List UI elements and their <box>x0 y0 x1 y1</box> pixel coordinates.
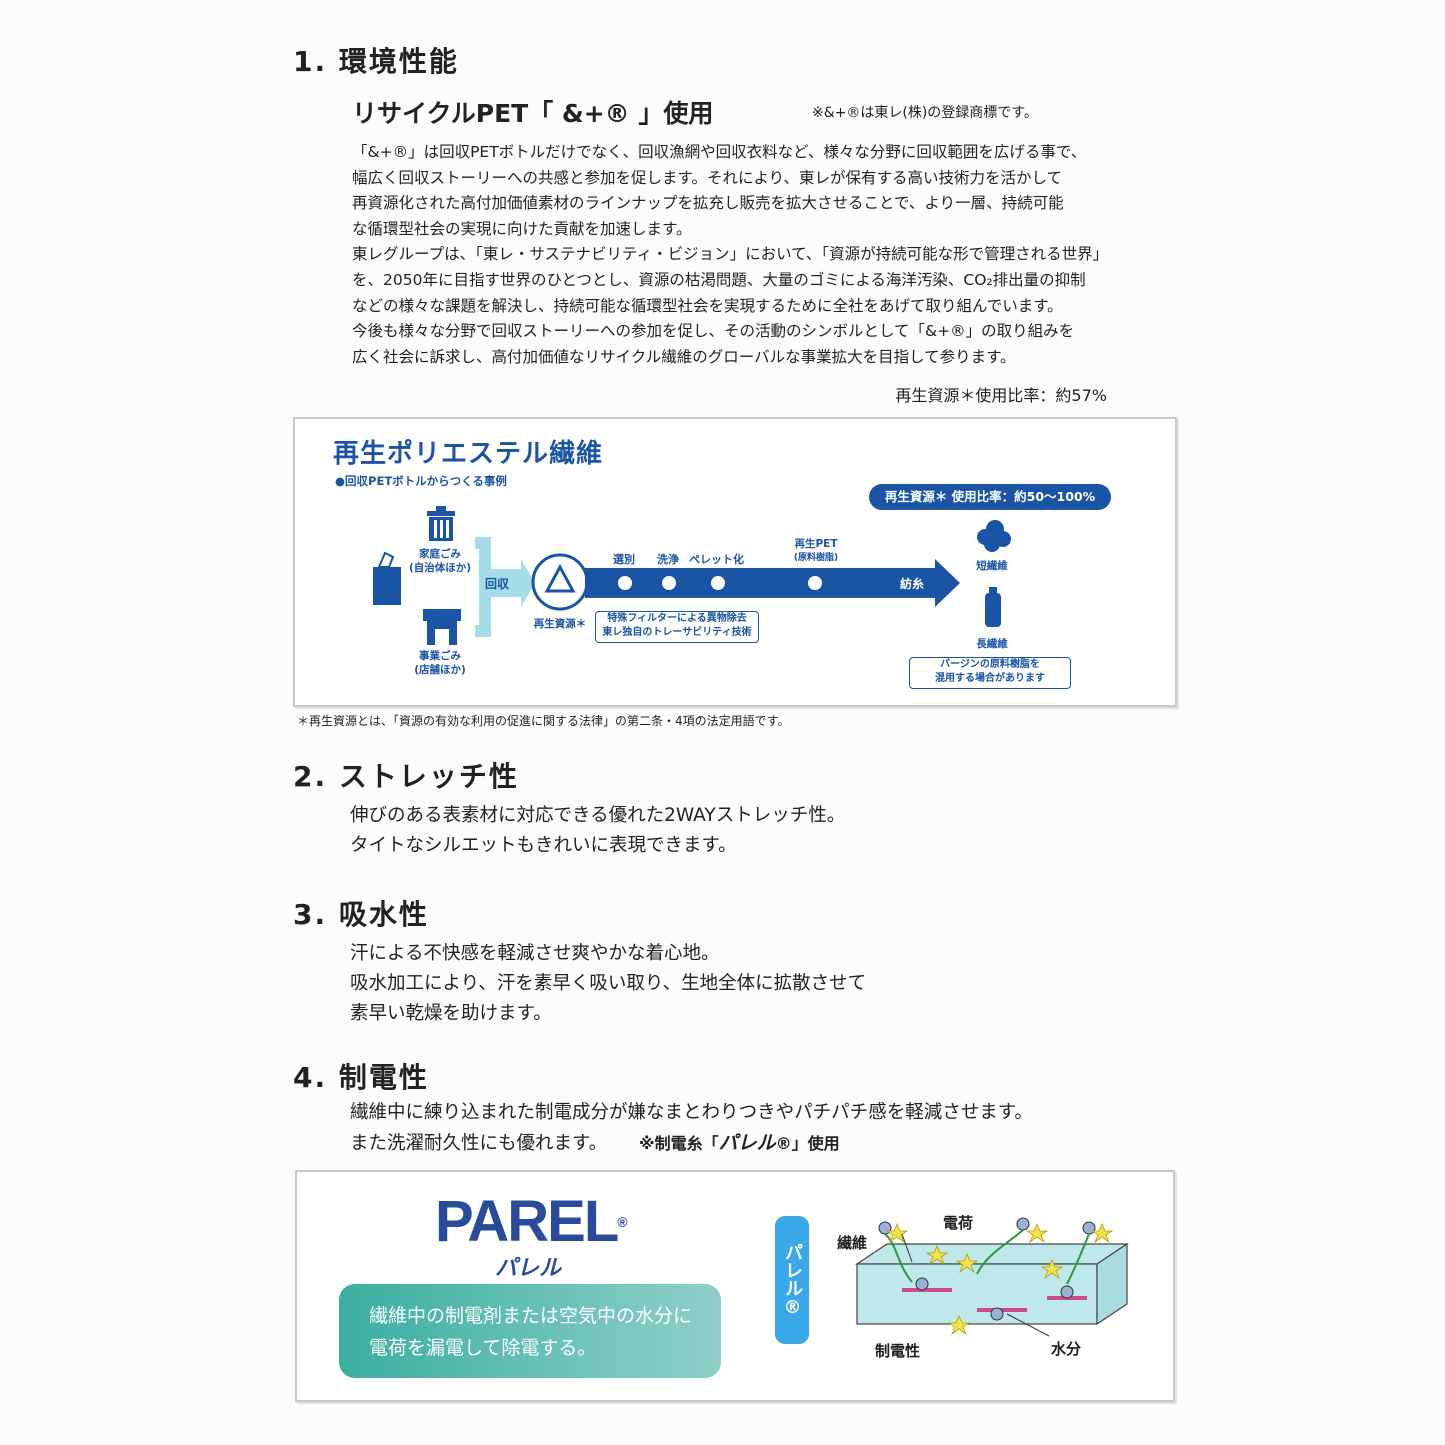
section3-text: 汗による不快感を軽減させ爽やかな着心地。 吸水加工により、汗を素早く吸い取り、生… <box>350 943 867 1024</box>
diagram-graphics <box>373 506 1011 645</box>
shop-icon <box>423 609 461 645</box>
filter-note: 特殊フィルターによる異物除去 東レ独自のトレーサビリティ技術 <box>595 611 759 643</box>
section1-subtitle: リサイクルPET「 &+® 」使用 <box>352 99 714 128</box>
section4-text: 繊維中に練り込まれた制電成分が嫌なまとわりつきやパチパチ感を軽減させます。 また… <box>350 1102 1033 1154</box>
step-wash: 洗浄 <box>657 553 679 566</box>
parel-logo: PAREL® <box>435 1189 628 1254</box>
paragraph-line: を、2050年に目指す世界のひとつとし、資源の枯渇問題、大量のゴミによる海洋汚染… <box>352 270 1086 289</box>
section3-title: 3. 吸水性 <box>293 898 429 931</box>
label-charge: 電荷 <box>943 1214 974 1232</box>
paragraph-line: な循環型社会の実現に向けた貢献を加速します。 <box>352 219 692 238</box>
resource-label: 再生資源＊ <box>533 618 587 630</box>
parel-panel: PAREL® パレル 繊維中の制電剤または空気中の水分に 電荷を漏電して除電する… <box>295 1170 1175 1402</box>
paragraph-line: 今後も様々な分野で回収ストーリーへの参加を促し、その活動のシンボルとして「&+®… <box>352 322 1075 341</box>
resource-footnote: ＊再生資源とは、「資源の有効な利用の促進に関する法律」の第二条・4項の法定用語で… <box>297 714 790 728</box>
household-waste-label: 家庭ごみ (自治体ほか) <box>408 548 472 574</box>
trash-can-icon <box>427 506 455 541</box>
antistatic-diagram <box>855 1217 1129 1337</box>
section2-title: 2. ストレッチ性 <box>293 760 519 793</box>
label-moisture: 水分 <box>1051 1340 1082 1358</box>
section2-text: 伸びのある表素材に対応できる優れた2WAYストレッチ性。 タイトなシルエットもき… <box>350 805 846 856</box>
long-fiber-label: 長繊維 <box>976 638 1008 650</box>
step-pellet: ペレット化 <box>689 553 744 566</box>
business-waste-label: 事業ごみ (店舗ほか) <box>414 650 466 676</box>
paragraph-line: 「&+®」は回収PETボトルだけでなく、回収漁網や回収衣料など、様々な分野に回収… <box>352 143 1087 161</box>
trademark-note: ※&+®は東レ(株)の登録商標です。 <box>812 105 1038 121</box>
virgin-note: バージンの原料樹脂を 混用する場合があります <box>909 657 1071 689</box>
spin-label: 紡糸 <box>900 577 925 591</box>
paragraph-line: などの様々な課題を解決し、持続可能な循環型社会を実現するために全社をあげて取り組… <box>352 296 1063 315</box>
short-fiber-icon <box>977 520 1011 552</box>
section1-title: 1. 環境性能 <box>293 45 459 78</box>
parel-kana: パレル <box>495 1256 562 1281</box>
paragraph-line: 広く社会に訴求し、高付加価値なリサイクル繊維のグローバルな事業拡大を目指して参り… <box>352 347 1016 366</box>
label-antistatic: 制電性 <box>875 1342 921 1360</box>
label-fiber: 繊維 <box>837 1234 868 1252</box>
recycled-ratio: 再生資源＊使用比率：約57% <box>895 386 1107 405</box>
parel-description-box: 繊維中の制電剤または空気中の水分に 電荷を漏電して除電する。 <box>339 1284 721 1378</box>
recycle-icon <box>531 553 589 611</box>
section1-paragraph: 「&+®」は回収PETボトルだけでなく、回収漁網や回収衣料など、様々な分野に回収… <box>352 140 1122 370</box>
parel-vertical-tag: パレル® <box>775 1216 809 1344</box>
section4-title: 4. 制電性 <box>293 1061 429 1094</box>
long-fiber-icon <box>985 587 1001 627</box>
recycle-diagram: 再生ポリエステル繊維 ●回収PETボトルからつくる事例 再生資源＊ 使用比率：約… <box>293 417 1177 707</box>
step-sort: 選別 <box>613 553 635 566</box>
collect-arrow <box>475 537 535 637</box>
diagram-subtitle: ●回収PETボトルからつくる事例 <box>335 474 507 488</box>
step-recycled-pet: 再生PET (原料樹脂) <box>793 538 839 563</box>
ratio-pill: 再生資源＊ 使用比率：約50〜100% <box>869 484 1111 510</box>
parel-note: ※制電糸「パレル®」使用 <box>639 1132 840 1154</box>
bottle-bin-icon <box>373 551 401 605</box>
paragraph-line: 幅広く回収ストーリーへの共感と参加を促します。それにより、東レが保有する高い技術… <box>352 168 1063 187</box>
paragraph-line: 再資源化された高付加価値素材のラインナップを拡充し販売を拡大させることで、より一… <box>352 194 1064 213</box>
short-fiber-label: 短繊維 <box>976 560 1008 572</box>
collect-label: 回収 <box>485 577 510 591</box>
diagram-title: 再生ポリエステル繊維 <box>333 439 604 469</box>
paragraph-line: 東レグループは、「東レ・サステナビリティ・ビジョン」において、「資源が持続可能な… <box>352 245 1109 264</box>
process-arrow <box>585 559 960 607</box>
